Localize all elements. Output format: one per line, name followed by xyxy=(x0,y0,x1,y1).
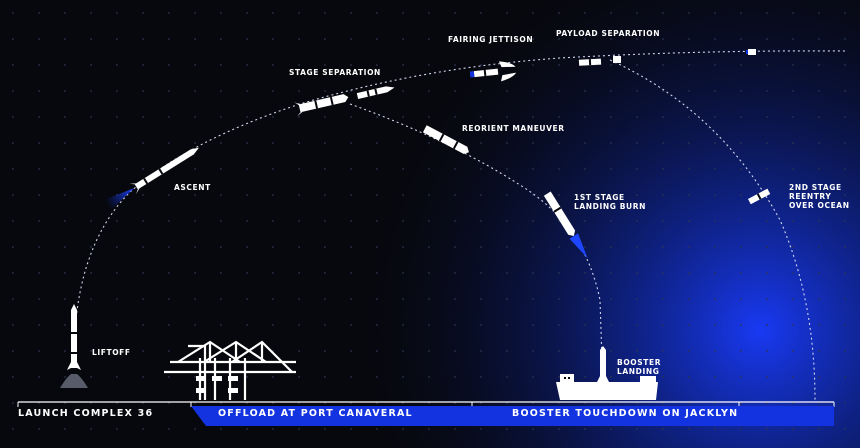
trajectory-paths xyxy=(73,50,846,401)
port-crane-icon xyxy=(196,376,238,393)
rocket-icon xyxy=(543,191,588,259)
booster-return-trajectory xyxy=(349,103,603,361)
reorient-maneuver-label: REORIENT MANEUVER xyxy=(462,124,565,133)
payload-icon xyxy=(746,49,756,55)
fairing-jettison-label: FAIRING JETTISON xyxy=(448,35,534,44)
payload-icon xyxy=(613,56,621,63)
launch-complex-label: LAUNCH COMPLEX 36 xyxy=(18,408,154,419)
rocket-icon xyxy=(356,86,395,99)
rocket-icon xyxy=(747,188,771,205)
rocket-icon xyxy=(578,58,602,66)
rocket-icon xyxy=(469,61,517,82)
payload-separation-label: PAYLOAD SEPARATION xyxy=(556,29,661,38)
liftoff-label: LIFTOFF xyxy=(92,348,131,357)
blue-band xyxy=(191,406,834,426)
landing-burn-label: 1ST STAGE LANDING BURN xyxy=(574,193,646,211)
offload-label: OFFLOAD AT PORT CANAVERAL xyxy=(218,408,413,419)
ascent-trajectory xyxy=(73,50,846,369)
rocket-icon xyxy=(60,304,88,388)
ascent-label: ASCENT xyxy=(174,183,211,192)
rocket-icon xyxy=(422,125,469,154)
booster-landing-label: BOOSTER LANDING xyxy=(617,358,662,376)
rocket-icon xyxy=(596,346,610,384)
reentry-label: 2ND STAGE REENTRY OVER OCEAN xyxy=(789,183,850,210)
landing-ship-icon xyxy=(556,374,658,400)
touchdown-label: BOOSTER TOUCHDOWN ON JACKLYN xyxy=(512,408,739,419)
stage-separation-label: STAGE SEPARATION xyxy=(289,68,381,77)
